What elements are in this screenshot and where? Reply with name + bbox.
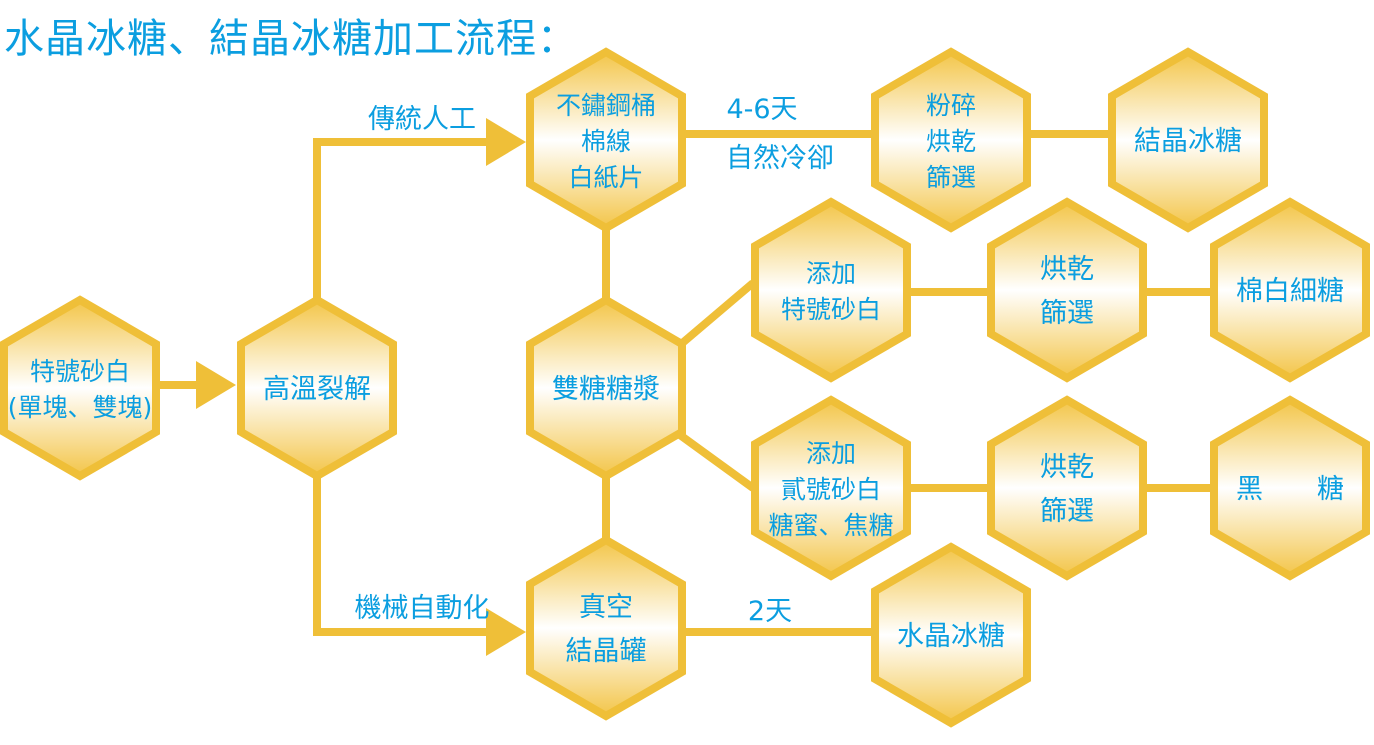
node-label: 真空 <box>579 592 633 623</box>
node-label: 黑 糖 <box>1236 474 1344 505</box>
node-label: 棉線 <box>581 127 631 156</box>
node-label: 烘乾 <box>1040 452 1094 483</box>
hexagon-shape <box>526 535 686 721</box>
line-n9-n6 <box>677 279 756 349</box>
process-node-n2: 高溫裂解 <box>237 295 397 481</box>
node-label: 水晶冰糖 <box>897 621 1005 652</box>
process-node-n9: 雙糖糖漿 <box>526 295 686 481</box>
node-label: 結晶冰糖 <box>1134 126 1242 157</box>
node-label: 粉碎 <box>926 91 976 120</box>
hexagon-shape <box>987 395 1147 581</box>
connectors <box>158 118 1213 656</box>
node-label: 貳號砂白 <box>781 475 881 504</box>
node-label: 結晶罐 <box>566 636 647 667</box>
node-label: 高溫裂解 <box>263 374 371 405</box>
arrow-n2-n3 <box>313 118 526 300</box>
page-title: 水晶冰糖、結晶冰糖加工流程： <box>4 16 578 62</box>
node-label: (單塊、雙塊) <box>8 393 153 422</box>
hexagon-shape <box>526 295 686 481</box>
node-label: 特號砂白 <box>30 357 130 386</box>
arrow-n2-n13 <box>313 478 526 656</box>
process-node-n12: 黑 糖 <box>1210 395 1370 581</box>
process-node-n5: 結晶冰糖 <box>1108 47 1268 233</box>
label-4-6-days: 4-6天 <box>726 94 797 125</box>
hexagon-shape <box>751 197 911 383</box>
node-label: 特號砂白 <box>781 295 881 324</box>
process-node-n14: 水晶冰糖 <box>871 542 1031 728</box>
node-label: 烘乾 <box>926 127 976 156</box>
node-label: 白紙片 <box>568 163 643 192</box>
hexagon-shape <box>237 295 397 481</box>
node-label: 添加 <box>806 439 856 468</box>
node-label: 篩選 <box>1040 298 1094 329</box>
node-label: 篩選 <box>926 163 976 192</box>
process-nodes: 特號砂白(單塊、雙塊)高溫裂解不鏽鋼桶棉線白紙片粉碎烘乾篩選結晶冰糖添加特號砂白… <box>0 47 1370 728</box>
node-label: 添加 <box>806 259 856 288</box>
hexagon-shape <box>871 542 1031 728</box>
node-label: 篩選 <box>1040 496 1094 527</box>
hexagon-shape <box>1210 395 1370 581</box>
hexagon-shape <box>1108 47 1268 233</box>
node-label: 烘乾 <box>1040 254 1094 285</box>
label-natural-cooling: 自然冷卻 <box>726 143 834 174</box>
process-node-n8: 棉白細糖 <box>1210 197 1370 383</box>
node-label: 棉白細糖 <box>1236 276 1344 307</box>
hexagon-shape <box>871 47 1031 233</box>
hexagon-shape <box>526 47 686 233</box>
label-2-days: 2天 <box>748 596 792 627</box>
hexagon-shape <box>1210 197 1370 383</box>
node-label: 糖蜜、焦糖 <box>768 511 893 540</box>
node-label: 不鏽鋼桶 <box>556 91 656 120</box>
node-label: 雙糖糖漿 <box>552 374 660 405</box>
label-traditional: 傳統人工 <box>368 104 476 135</box>
hexagon-shape <box>0 295 160 481</box>
process-node-n1: 特號砂白 (單塊、雙塊) <box>0 295 160 481</box>
hexagon-shape <box>987 197 1147 383</box>
hexagon-shape <box>751 395 911 581</box>
line-n9-n10 <box>677 431 756 492</box>
label-mechanical: 機械自動化 <box>355 593 490 624</box>
